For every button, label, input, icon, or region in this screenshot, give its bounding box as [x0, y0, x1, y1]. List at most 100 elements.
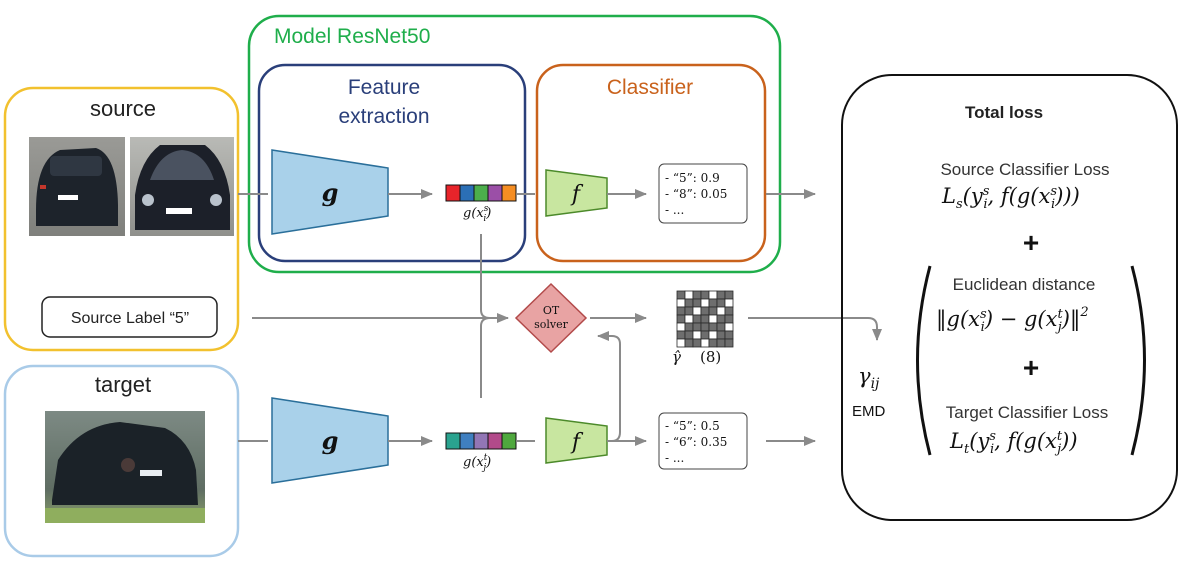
matrix-cell — [700, 338, 710, 348]
matrix-cell — [708, 338, 718, 348]
target-car-image — [45, 411, 205, 523]
target-title: target — [95, 372, 151, 397]
matrix-cell — [716, 322, 726, 332]
matrix-cell — [676, 338, 686, 348]
matrix-cell — [724, 306, 734, 316]
matrix-cell — [716, 290, 726, 300]
arrow-gamma-to-emd — [748, 317, 882, 341]
plus-2: + — [1023, 352, 1039, 383]
matrix-cell — [676, 314, 686, 324]
classifier-title: Classifier — [607, 76, 693, 99]
source-label-text: Source Label “5” — [71, 310, 189, 327]
g-target-label: g — [322, 426, 339, 455]
prediction-target-box — [658, 412, 748, 470]
model-panel — [247, 14, 782, 274]
total-loss-panel — [841, 74, 1178, 521]
matrix-cell — [684, 330, 694, 340]
source-car-image-2 — [130, 137, 234, 236]
f-target-classifier — [545, 417, 608, 464]
matrix-cell — [716, 338, 726, 348]
classifier-panel — [535, 63, 767, 263]
matrix-cell — [692, 290, 702, 300]
matrix-cell — [724, 322, 734, 332]
matrix-cell — [708, 298, 718, 308]
source-panel — [3, 86, 240, 352]
matrix-cell — [676, 330, 686, 340]
matrix-cell — [676, 322, 686, 332]
matrix-cell — [724, 330, 734, 340]
line-feature-source-to-ot — [480, 234, 491, 319]
matrix-cell — [692, 338, 702, 348]
source-title: source — [90, 96, 156, 121]
matrix-cell — [724, 314, 734, 324]
matrix-cell — [708, 330, 718, 340]
gamma-hat-ref: (8) — [700, 348, 721, 366]
matrix-cell — [700, 330, 710, 340]
transport-plan-matrix — [676, 290, 734, 348]
gamma-hat-label: γ̂ — [672, 348, 681, 366]
matrix-cell — [676, 298, 686, 308]
matrix-cell — [700, 290, 710, 300]
source-car-image-1 — [29, 137, 125, 236]
prediction-source-line-3: - ... — [665, 203, 684, 217]
left-parenthesis — [916, 265, 932, 456]
matrix-cell — [716, 330, 726, 340]
matrix-cell — [724, 290, 734, 300]
matrix-cell — [692, 314, 702, 324]
feature-extraction-title-2: extraction — [338, 105, 429, 128]
feature-vector-target — [445, 432, 517, 450]
ot-solver-node — [514, 282, 588, 354]
matrix-cell — [716, 314, 726, 324]
ot-solver-label-2: solver — [534, 318, 569, 331]
ot-solver-label-1: OT — [543, 304, 560, 317]
g-target-encoder — [271, 397, 389, 484]
matrix-cell — [708, 314, 718, 324]
prediction-source-line-1: - “5”: 0.9 — [665, 171, 720, 185]
prediction-target-line-1: - “5”: 0.5 — [665, 419, 720, 433]
model-title: Model ResNet50 — [274, 25, 430, 48]
prediction-target-line-2: - “6”: 0.35 — [665, 435, 727, 449]
feature-extraction-title-1: Feature — [348, 76, 420, 99]
matrix-cell — [684, 338, 694, 348]
matrix-cell — [692, 298, 702, 308]
matrix-cell — [700, 322, 710, 332]
matrix-cell — [724, 298, 734, 308]
matrix-cell — [692, 322, 702, 332]
matrix-cell — [716, 298, 726, 308]
prediction-source-line-2: - “8”: 0.05 — [665, 187, 727, 201]
emd-label: EMD — [852, 403, 886, 420]
source-label-box — [41, 296, 218, 338]
line-feature-target-to-ot — [480, 317, 491, 398]
target-loss-label: Target Classifier Loss — [946, 403, 1109, 422]
prediction-target-line-3: - ... — [665, 451, 684, 465]
matrix-cell — [684, 314, 694, 324]
matrix-cell — [716, 306, 726, 316]
matrix-cell — [676, 306, 686, 316]
matrix-cell — [708, 322, 718, 332]
matrix-cell — [684, 306, 694, 316]
matrix-cell — [700, 298, 710, 308]
distance-label: Euclidean distance — [953, 275, 1096, 294]
matrix-cell — [724, 338, 734, 348]
arrow-f-target-to-ot — [597, 331, 621, 442]
prediction-source-box — [658, 163, 748, 224]
total-loss-title: Total loss — [965, 103, 1043, 122]
matrix-cell — [684, 298, 694, 308]
g-source-label: g — [322, 178, 339, 207]
matrix-cell — [708, 306, 718, 316]
matrix-cell — [692, 330, 702, 340]
source-loss-label: Source Classifier Loss — [940, 160, 1109, 179]
matrix-cell — [692, 306, 702, 316]
f-source-classifier — [545, 169, 608, 217]
matrix-cell — [676, 290, 686, 300]
feature-vector-source — [445, 184, 517, 202]
matrix-cell — [700, 314, 710, 324]
right-parenthesis — [1130, 265, 1146, 456]
plus-1: + — [1023, 227, 1039, 258]
